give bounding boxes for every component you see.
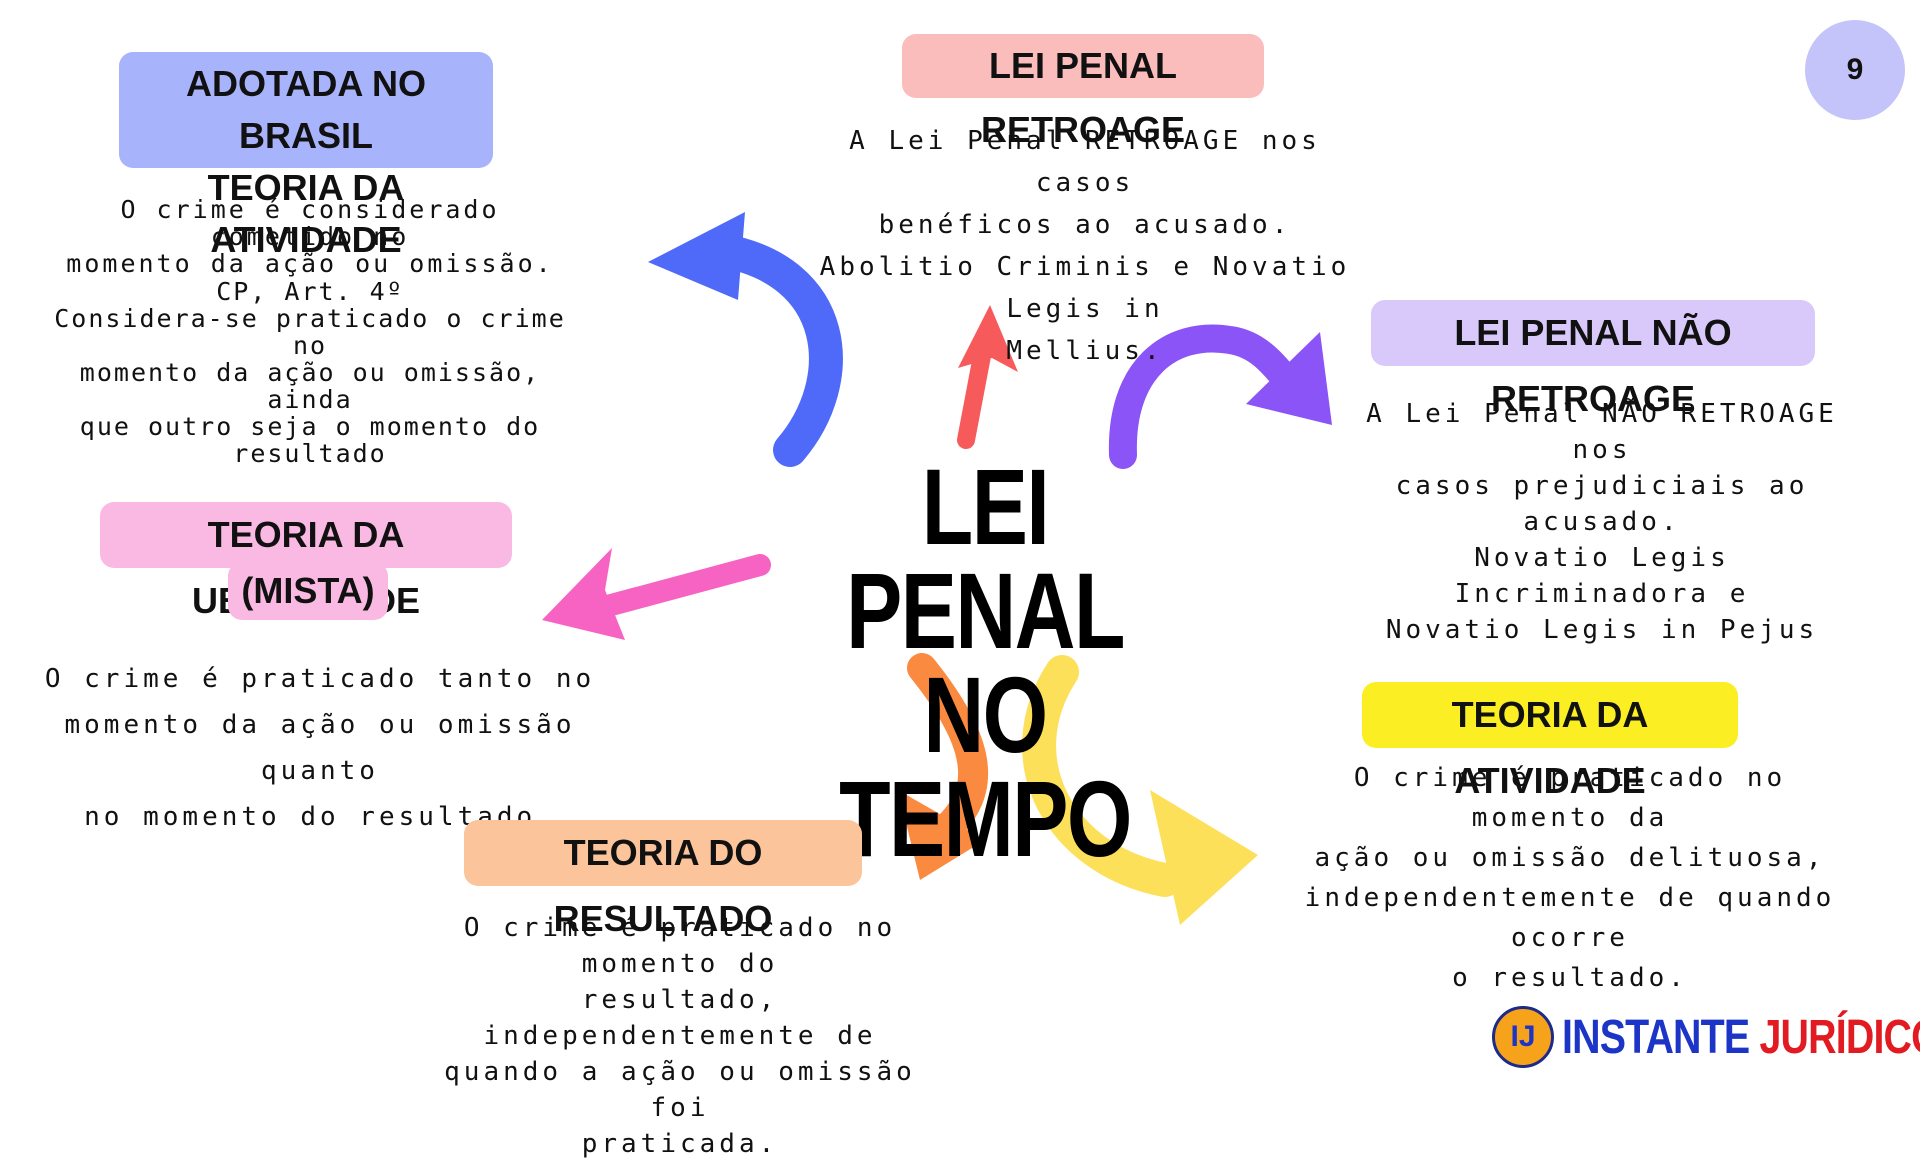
text-ubiquidade: O crime é praticado tanto no momento da … [40, 656, 600, 840]
label-ubiquidade-sub: (MISTA) [228, 562, 388, 620]
text-line: momento da ação ou omissão. [66, 249, 554, 278]
text-line: A Lei Penal NÃO RETROAGE nos [1366, 399, 1838, 465]
label-retroage-text: LEI PENAL RETROAGE [980, 45, 1185, 150]
arrows-layer [542, 212, 1332, 925]
text-line: momento da ação ou omissão, ainda [79, 358, 541, 414]
text-resultado: O crime é praticado no momento do result… [410, 910, 950, 1162]
text-line: O crime é praticado tanto no [44, 664, 596, 694]
brand-name-part-2: JURÍDICO [1759, 1010, 1920, 1064]
text-line: resultado, independentemente de [483, 985, 877, 1051]
label-adotada-brasil: ADOTADA NO BRASIL TEORIA DA ATIVIDADE [119, 52, 493, 260]
text-line: O crime é praticado no momento da [1353, 763, 1787, 833]
label-ubiquidade: TEORIA DA UBIQUIDADE [100, 502, 512, 621]
label-adotada-brasil-line-2: TEORIA DA ATIVIDADE [207, 167, 405, 260]
text-line: o resultado. [1452, 963, 1688, 993]
text-line: O crime é praticado no momento do [463, 913, 897, 979]
text-line: praticada. [581, 1129, 779, 1159]
text-line: Novatio Legis Incriminadora e [1454, 543, 1750, 609]
arrow-red [957, 305, 1018, 449]
text-line: que outro seja o momento do [79, 412, 541, 441]
text-adotada-brasil-1: O crime é considerado cometido no moment… [40, 196, 580, 277]
arrow-orange [898, 653, 989, 880]
label-nao-retroage-text: LEI PENAL NÃO RETROAGE [1454, 312, 1732, 419]
page-number: 9 [1846, 53, 1864, 86]
center-title-line-2: NO TEMPO [839, 654, 1132, 879]
brand-logo: IJ [1492, 1006, 1554, 1068]
label-adotada-brasil-line-1: ADOTADA NO BRASIL [186, 63, 426, 156]
text-nao-retroage: A Lei Penal NÃO RETROAGE nos casos preju… [1342, 396, 1862, 648]
brand: IJ INSTANTE JURÍDICO [1492, 1002, 1920, 1072]
text-line: Mellius. [1006, 336, 1164, 366]
text-line: Considera-se praticado o crime no [54, 304, 566, 360]
text-line: CP, Art. 4º [216, 277, 404, 306]
arrow-yellow [1022, 655, 1258, 925]
text-line: benéficos ao acusado. [878, 210, 1292, 240]
text-line: Abolitio Criminis e Novatio Legis in [819, 252, 1351, 324]
center-title-line-1: LEI PENAL [846, 446, 1125, 671]
text-retroage: A Lei Penal RETROAGE nos casos benéficos… [800, 120, 1370, 372]
brand-name: INSTANTE JURÍDICO [1562, 1010, 1920, 1065]
text-line: Novatio Legis in Pejus [1385, 615, 1819, 645]
text-line: resultado [233, 439, 387, 468]
text-line: ação ou omissão delituosa, [1314, 843, 1826, 873]
text-atividade: O crime é praticado no momento da ação o… [1290, 758, 1850, 998]
arrow-pink [542, 548, 771, 640]
label-atividade: TEORIA DA ATIVIDADE [1362, 682, 1738, 801]
brand-name-part-1: INSTANTE [1562, 1010, 1750, 1064]
text-line: quando a ação ou omissão foi [444, 1057, 916, 1123]
text-line: O crime é considerado cometido no [120, 195, 500, 251]
text-adotada-brasil-2: CP, Art. 4º Considera-se praticado o cri… [40, 278, 580, 467]
label-atividade-text: TEORIA DA ATIVIDADE [1451, 694, 1649, 801]
arrow-blue [648, 212, 843, 467]
label-retroage: LEI PENAL RETROAGE [902, 34, 1264, 150]
center-title: LEI PENAL NO TEMPO [810, 446, 1161, 879]
text-line: casos prejudiciais ao acusado. [1395, 471, 1809, 537]
text-line: momento da ação ou omissão quanto [64, 710, 576, 786]
label-nao-retroage: LEI PENAL NÃO RETROAGE [1371, 300, 1815, 419]
page-number-badge: 9 [1805, 20, 1905, 120]
brand-logo-text: IJ [1510, 1020, 1536, 1053]
text-line: independentemente de quando ocorre [1304, 883, 1836, 953]
label-ubiquidade-line-2: (MISTA) [241, 570, 375, 611]
arrow-purple [1108, 324, 1332, 469]
label-resultado: TEORIA DO RESULTADO [464, 820, 862, 939]
text-line: A Lei Penal RETROAGE nos casos [849, 126, 1321, 198]
label-resultado-text: TEORIA DO RESULTADO [553, 832, 773, 939]
